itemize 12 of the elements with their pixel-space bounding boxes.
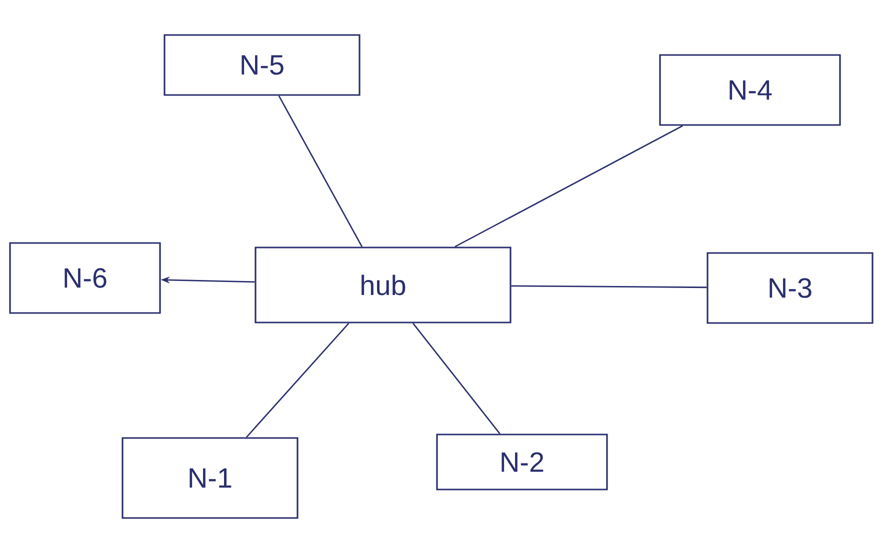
node-box: N-6 xyxy=(9,242,161,314)
connector-line xyxy=(412,322,500,434)
hub-box: hub xyxy=(254,246,512,324)
connector-line xyxy=(454,125,683,248)
node-box: N-2 xyxy=(436,434,608,490)
node-box: N-4 xyxy=(659,54,841,126)
node-box: N-1 xyxy=(122,437,298,519)
node-box: N-3 xyxy=(706,252,874,324)
connector-line xyxy=(278,95,363,248)
node-box: N-5 xyxy=(164,34,360,96)
connector-line xyxy=(246,322,350,438)
connector-line xyxy=(511,285,707,288)
